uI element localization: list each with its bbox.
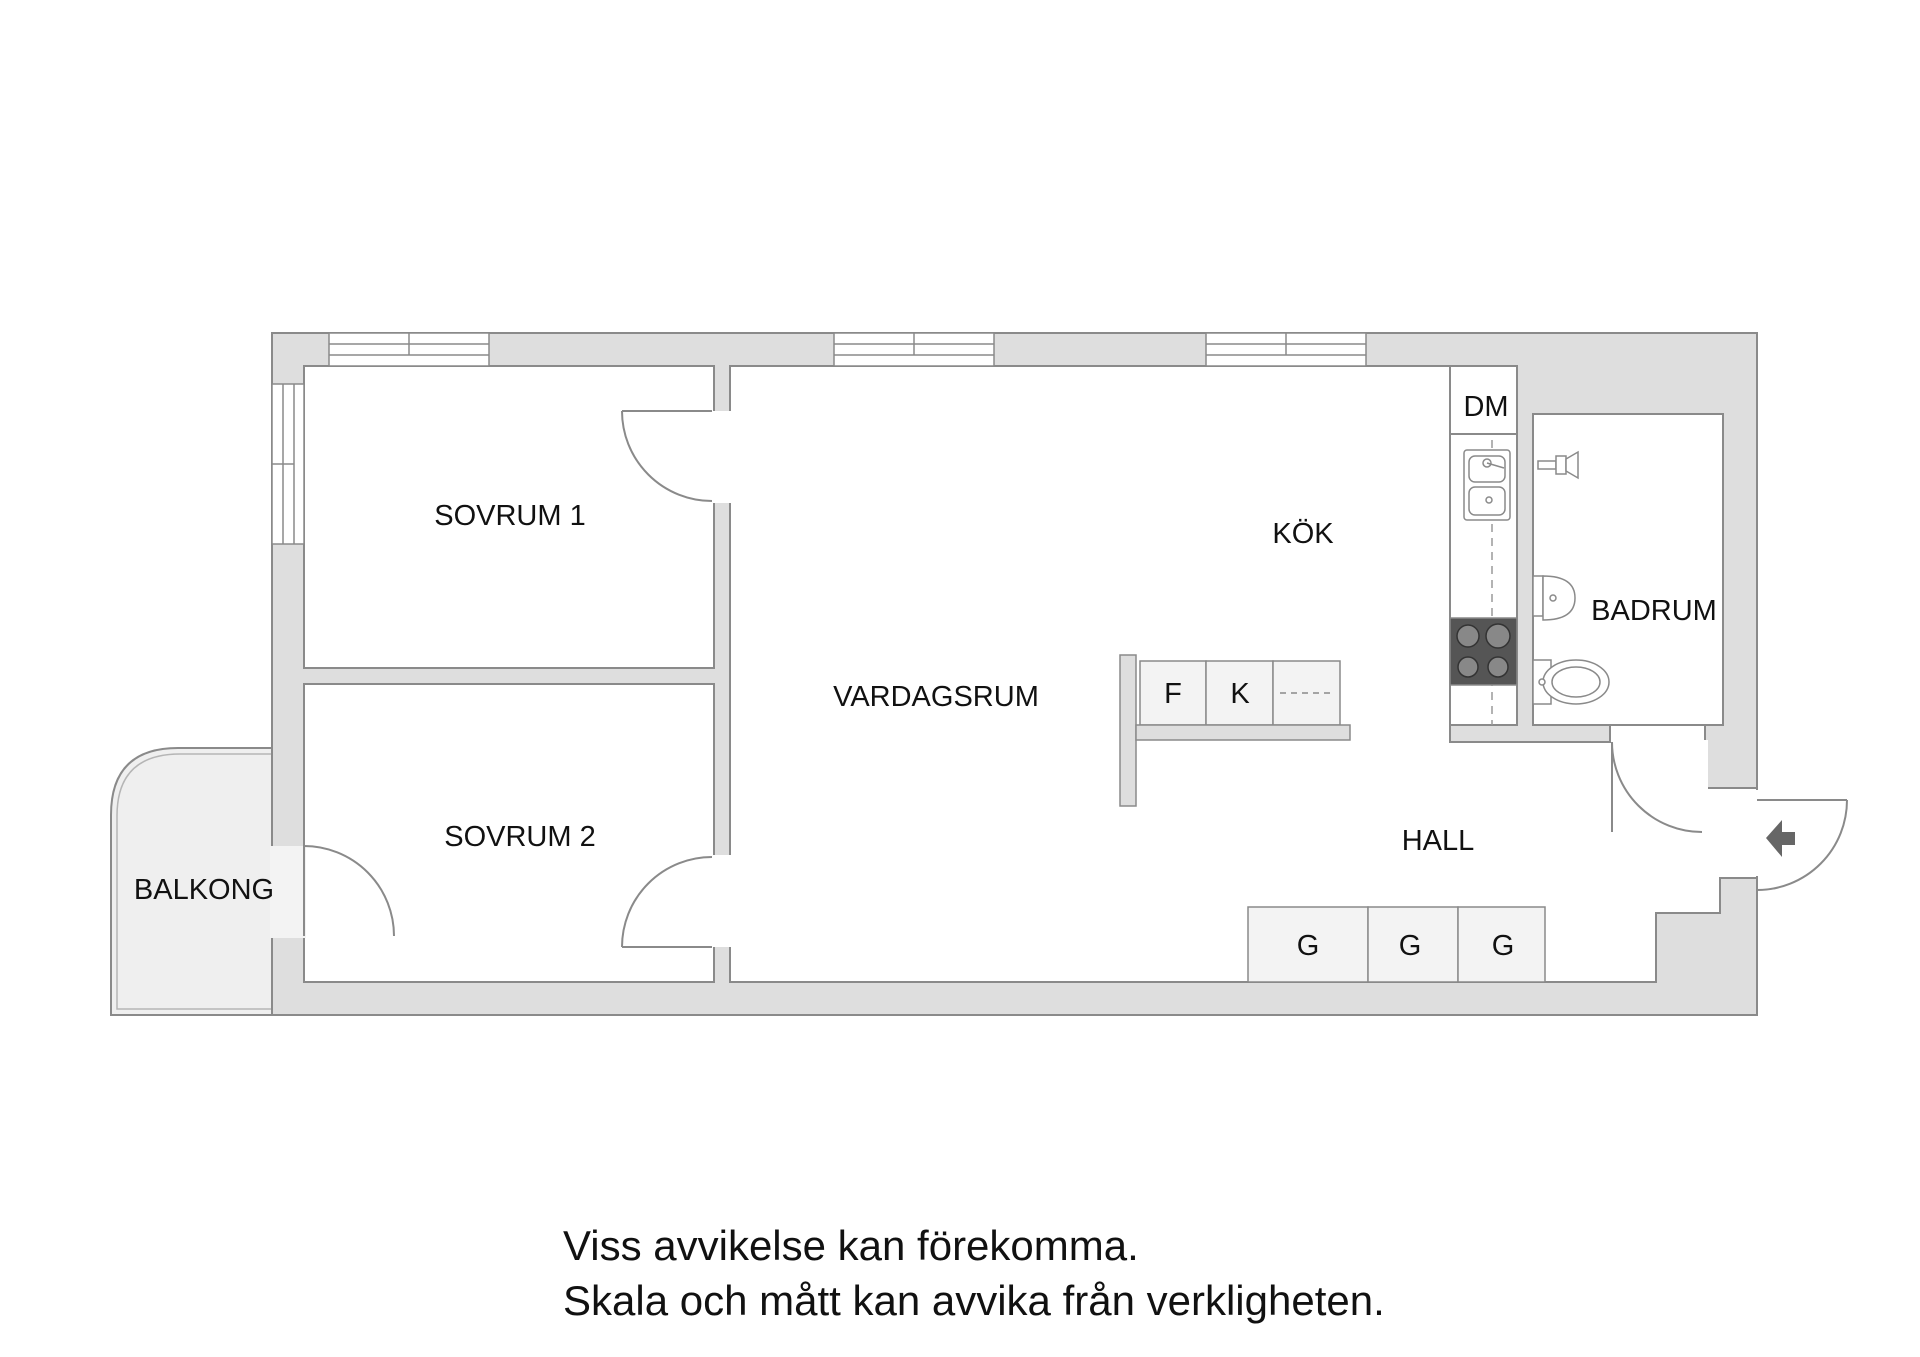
wardrobe-label-2: G bbox=[1399, 930, 1422, 962]
balcony-area bbox=[110, 747, 273, 1016]
room-label-hall: HALL bbox=[1402, 825, 1475, 857]
room-label-sovrum1: SOVRUM 1 bbox=[434, 500, 585, 532]
disclaimer-line-1: Viss avvikelse kan förekomma. bbox=[563, 1222, 1139, 1269]
wardrobe-label-3: G bbox=[1492, 930, 1515, 962]
wardrobe-3 bbox=[1457, 906, 1546, 983]
dishwasher-label: DM bbox=[1463, 391, 1508, 423]
door-gap-sovrum1 bbox=[712, 411, 732, 503]
room-label-vardagsrum: VARDAGSRUM bbox=[833, 681, 1039, 713]
washbasin-icon bbox=[1532, 575, 1576, 621]
door-gap-balkong bbox=[270, 846, 306, 938]
windows bbox=[271, 332, 1367, 545]
toilet-icon bbox=[1532, 659, 1610, 705]
sink-icon bbox=[1463, 449, 1511, 521]
wardrobe-2 bbox=[1367, 906, 1459, 983]
stove-icon bbox=[1449, 617, 1518, 686]
fridge-label: K bbox=[1230, 678, 1250, 710]
disclaimer: Viss avvikelse kan förekomma. Skala och … bbox=[563, 1218, 1385, 1328]
freezer-label: F bbox=[1164, 678, 1182, 710]
balcony-outline bbox=[116, 753, 272, 1010]
partition-vertical bbox=[1119, 654, 1137, 807]
door-gap-entrance bbox=[1720, 790, 1760, 876]
sovrum2-floor bbox=[303, 683, 715, 983]
wardrobe-1 bbox=[1247, 906, 1369, 983]
room-label-balkong: BALKONG bbox=[134, 874, 274, 906]
disclaimer-line-2: Skala och mått kan avvika från verklighe… bbox=[563, 1277, 1385, 1324]
door-gap-badrum bbox=[1612, 740, 1708, 790]
room-label-kok: KÖK bbox=[1272, 518, 1334, 550]
fridge-unit bbox=[1205, 660, 1274, 726]
wardrobe-label-1: G bbox=[1297, 930, 1320, 962]
door-gap-sovrum2 bbox=[712, 855, 732, 947]
sovrum1-floor bbox=[303, 365, 715, 669]
room-label-sovrum2: SOVRUM 2 bbox=[444, 821, 595, 853]
partition-horizontal bbox=[1135, 724, 1351, 741]
entrance-arrow-icon bbox=[1766, 820, 1795, 857]
doors bbox=[303, 410, 1848, 948]
room-label-badrum: BADRUM bbox=[1591, 595, 1717, 627]
faucet-icon bbox=[1537, 450, 1579, 480]
